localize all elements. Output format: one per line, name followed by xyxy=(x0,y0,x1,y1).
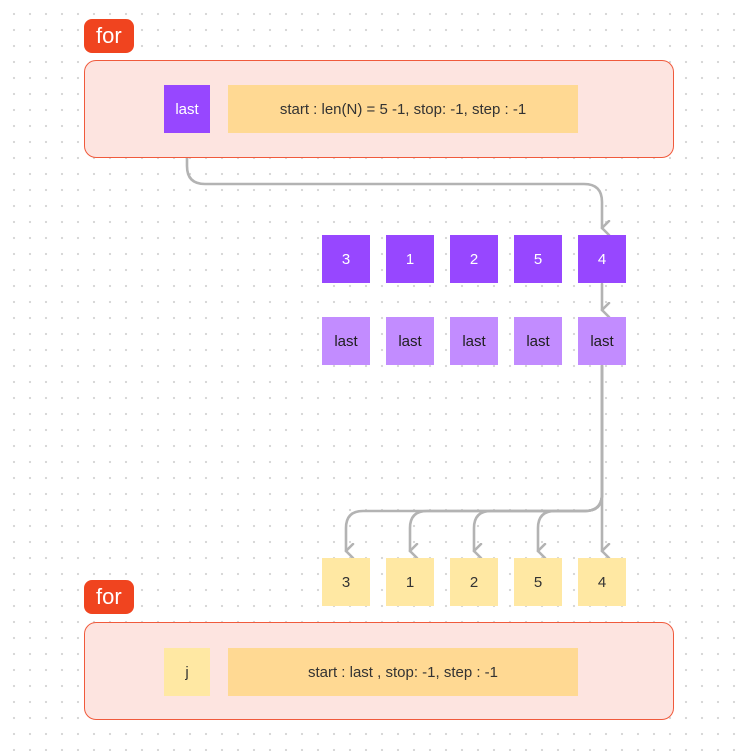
array-cell: 5 xyxy=(514,235,562,283)
arrow-last-to-array xyxy=(185,134,602,228)
result-cell: 2 xyxy=(450,558,498,606)
last-cell: last xyxy=(514,317,562,365)
array-cell: 1 xyxy=(386,235,434,283)
bottom-loop-for-tag: for xyxy=(84,580,134,614)
bottom-loop-params: start : last , stop: -1, step : -1 xyxy=(228,648,578,696)
last-cell: last xyxy=(578,317,626,365)
arrow-last-to-result-3 xyxy=(344,364,604,551)
top-loop-variable: last xyxy=(164,85,210,133)
array-cell: 4 xyxy=(578,235,626,283)
bottom-loop-variable: j xyxy=(164,648,210,696)
result-cell: 4 xyxy=(578,558,626,606)
array-cell: 3 xyxy=(322,235,370,283)
result-cell: 3 xyxy=(322,558,370,606)
top-loop-params: start : len(N) = 5 -1, stop: -1, step : … xyxy=(228,85,578,133)
arrow-last-to-result-1 xyxy=(408,364,604,551)
last-cell: last xyxy=(386,317,434,365)
top-loop-for-tag: for xyxy=(84,19,134,53)
result-cell: 1 xyxy=(386,558,434,606)
last-cell: last xyxy=(450,317,498,365)
last-cell: last xyxy=(322,317,370,365)
array-cell: 2 xyxy=(450,235,498,283)
arrow-last-to-result-5 xyxy=(536,364,604,551)
result-cell: 5 xyxy=(514,558,562,606)
